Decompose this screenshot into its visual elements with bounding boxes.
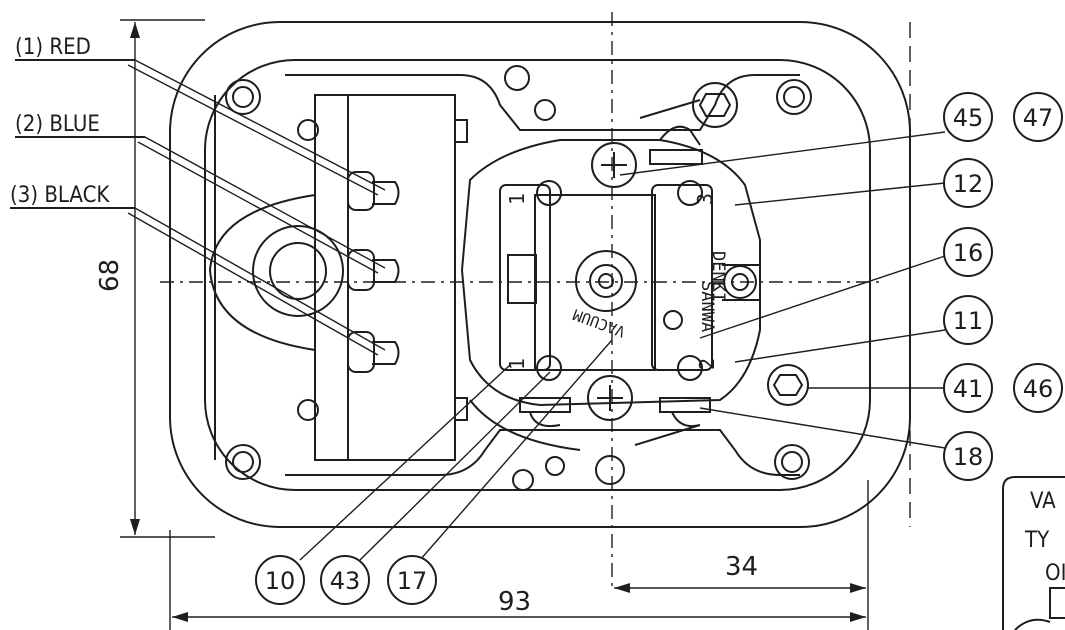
brand-sanwa: SANWA (697, 281, 717, 332)
svg-text:18: 18 (953, 443, 984, 471)
callout-11: 11 (943, 295, 993, 345)
svg-text:17: 17 (397, 567, 428, 595)
dimension-height: 68 (95, 19, 215, 538)
terminal-screw-red (347, 171, 400, 211)
callout-43: 43 (320, 555, 370, 605)
mounting-hole-bottom-right (774, 444, 810, 480)
wire-clip-bottom-left (469, 397, 581, 451)
hex-plug-right (767, 364, 809, 406)
svg-text:41: 41 (953, 375, 984, 403)
offset-value: 34 (725, 552, 758, 582)
callout-45: 45 (943, 92, 993, 142)
svg-text:12: 12 (953, 170, 984, 198)
callout-16: 16 (943, 227, 993, 277)
wire-label-black: (3) BLACK (10, 183, 110, 208)
svg-text:43: 43 (330, 567, 361, 595)
svg-text:10: 10 (265, 567, 296, 595)
wire-leaders (10, 59, 386, 356)
callout-12: 12 (943, 158, 993, 208)
svg-text:47: 47 (1023, 104, 1054, 132)
title-block: VA TY OI (1002, 476, 1065, 630)
hex-plug-top (692, 82, 738, 128)
switch-screw-top (591, 142, 637, 188)
callout-18: 18 (943, 431, 993, 481)
mounting-hole-top-left (225, 79, 261, 115)
terminal-3-mark: 3 (693, 193, 717, 205)
title-line3: OI (1045, 561, 1065, 586)
callout-17: 17 (387, 555, 437, 605)
terminal-1-bottom-mark: 1 (505, 358, 529, 370)
terminal-block (297, 94, 468, 461)
svg-text:45: 45 (953, 104, 984, 132)
wire-clip-bottom-right (634, 397, 711, 446)
wire-clip-top (639, 99, 703, 165)
wire-label-red: (1) RED (15, 35, 91, 60)
title-line1: VA (1030, 489, 1056, 514)
callout-leaders (299, 131, 946, 561)
dimension-width: 93 (169, 480, 869, 630)
callout-41: 41 (943, 363, 993, 413)
terminal-1-top-mark: 1 (505, 193, 529, 205)
enclosure (169, 21, 911, 528)
terminal-2-mark: 2 (695, 358, 719, 370)
callout-46: 46 (1013, 363, 1063, 413)
wire-label-blue: (2) BLUE (15, 112, 100, 137)
mounting-hole-bottom-left (225, 444, 261, 480)
svg-text:16: 16 (953, 239, 984, 267)
title-line2: TY (1024, 528, 1050, 553)
height-value: 68 (95, 259, 125, 292)
svg-text:11: 11 (953, 307, 984, 335)
switch-screw-bottom (587, 375, 633, 421)
cable-entry-boss (208, 95, 344, 460)
callout-47: 47 (1013, 92, 1063, 142)
width-value: 93 (498, 587, 531, 617)
brand-denki: DENKI (708, 251, 728, 302)
dimension-offset: 34 (614, 552, 866, 593)
mounting-hole-top-right (776, 79, 812, 115)
callout-10: 10 (255, 555, 305, 605)
svg-text:46: 46 (1023, 375, 1054, 403)
